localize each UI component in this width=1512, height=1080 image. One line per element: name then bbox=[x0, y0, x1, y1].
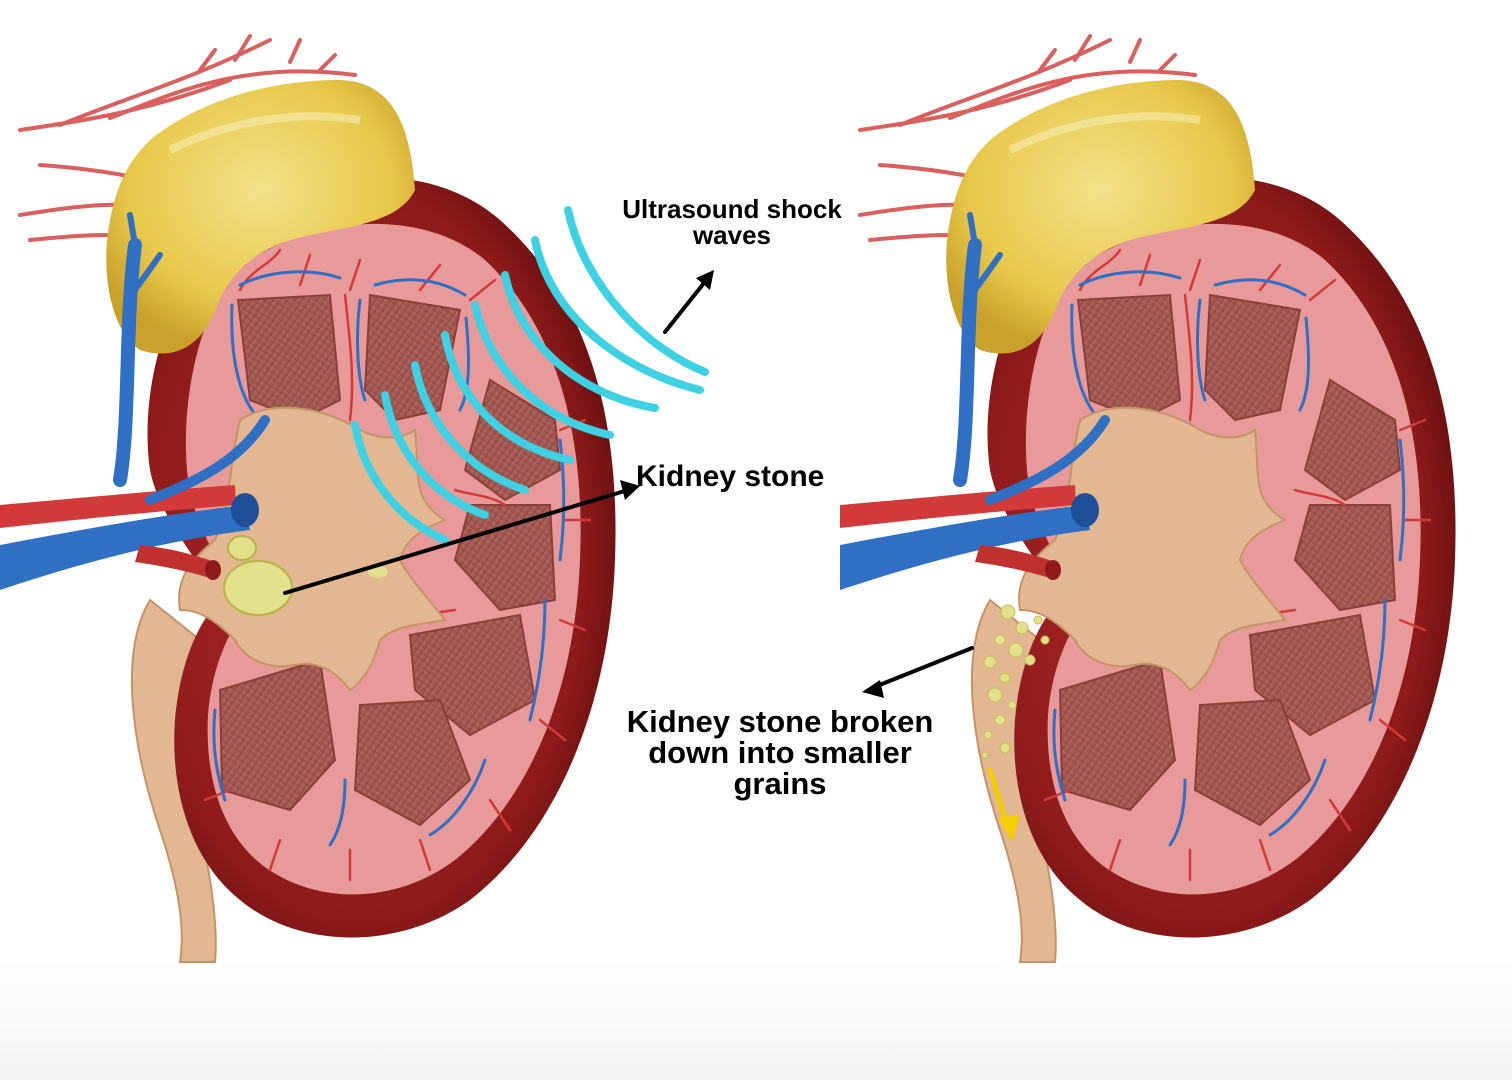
label-grains: Kidney stone broken down into smaller gr… bbox=[600, 706, 960, 799]
label-kidney-stone: Kidney stone bbox=[636, 462, 824, 492]
arrow-waves bbox=[665, 270, 714, 332]
label-grains-line2: down into smaller bbox=[600, 737, 960, 768]
kidney-left bbox=[0, 36, 616, 962]
kidney-right bbox=[840, 36, 1456, 962]
label-waves-line1: Ultrasound shock bbox=[596, 196, 868, 222]
label-ultrasound-shock-waves: Ultrasound shock waves bbox=[596, 196, 868, 248]
label-waves-line2: waves bbox=[596, 222, 868, 248]
arrow-grains bbox=[862, 648, 972, 698]
background-band bbox=[0, 960, 1512, 1080]
label-grains-line3: grains bbox=[600, 768, 960, 799]
label-grains-line1: Kidney stone broken bbox=[600, 706, 960, 737]
